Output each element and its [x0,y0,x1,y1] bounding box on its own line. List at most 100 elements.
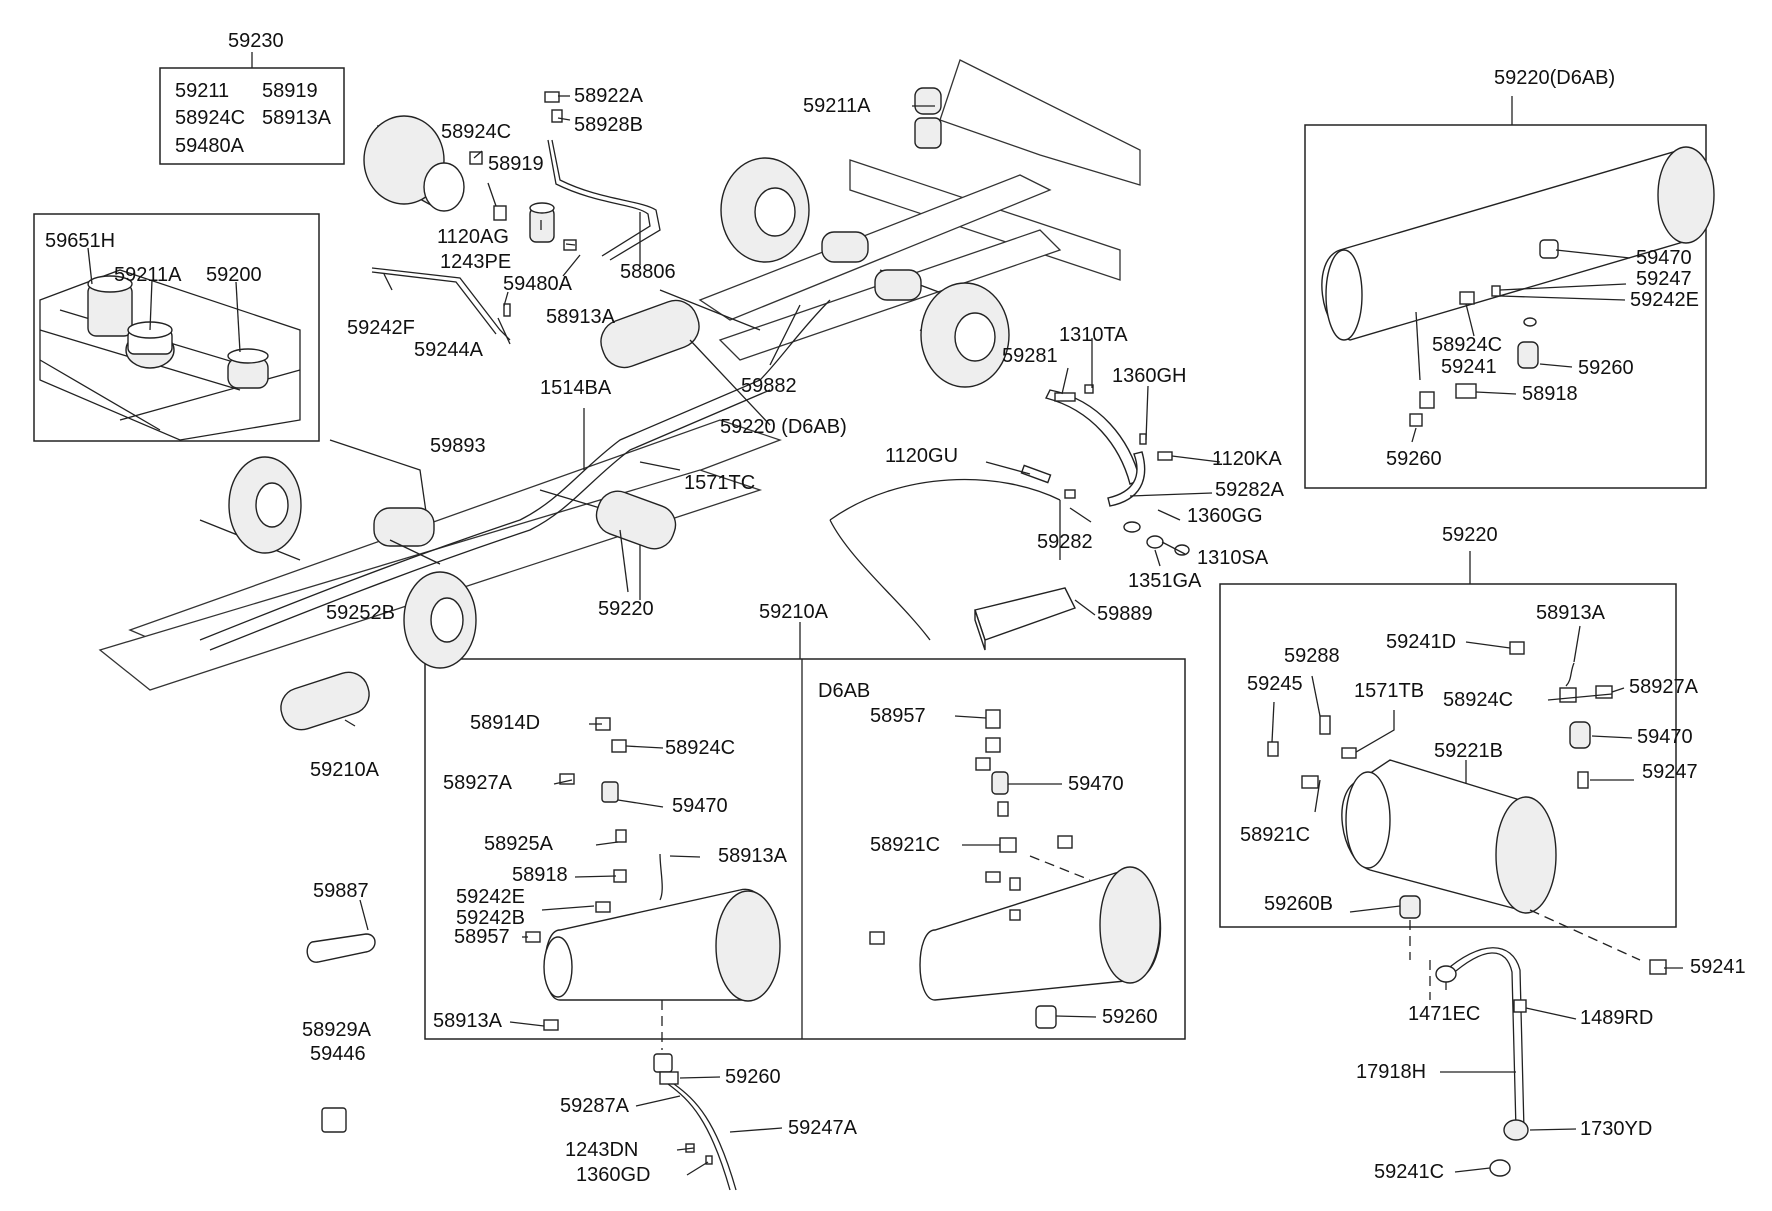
label-59211A-inset: 59211A [114,264,182,286]
box-59210A-detail [424,658,1186,1040]
label-1351GA: 1351GA [1128,570,1202,592]
right-top-box-parts [1321,146,1715,427]
label-58924C-b: 58924C [665,737,735,759]
label-59282A: 59282A [1215,479,1285,501]
label-59281: 59281 [1002,345,1058,367]
label-58921C-d: 58921C [870,834,940,856]
label-59211A-top: 59211A [803,95,871,117]
label-1243DN: 1243DN [565,1139,638,1161]
label-58918-b: 58918 [512,864,568,886]
label-58921C-r: 58921C [1240,824,1310,846]
label-59247-r: 59247 [1636,268,1692,290]
label-58924C-r: 58924C [1432,334,1502,356]
label-59282: 59282 [1037,531,1093,553]
label-58913A-top: 58913A [546,306,616,328]
label-1120GU: 1120GU [885,445,958,467]
part-number-labels: 59230 59211 58919 58924C 58913A 59480A 5… [45,30,1746,1186]
label-59242F: 59242F [347,317,415,339]
leader-lines [344,95,1683,1176]
label-1310TA: 1310TA [1059,324,1128,346]
label-59287A: 59287A [560,1095,630,1117]
label-58929A: 58929A [302,1019,372,1041]
label-1120AG: 1120AG [437,226,509,248]
label-58913A-b2: 58913A [433,1010,503,1032]
label-1120KA: 1120KA [1212,448,1282,470]
label-59470-r: 59470 [1636,247,1692,269]
label-59887: 59887 [313,880,369,902]
label-59260-r2: 59260 [1386,448,1442,470]
label-59470-r2: 59470 [1637,726,1693,748]
label-59480A: 59480A [503,273,573,295]
label-58927A-r: 58927A [1629,676,1699,698]
label-59260B: 59260B [1264,893,1333,915]
label-59893: 59893 [430,435,486,457]
bottom-center-parts [306,933,737,1191]
label-59247A: 59247A [788,1117,858,1139]
label-59470-b: 59470 [672,795,728,817]
label-59245: 59245 [1247,673,1303,695]
label-58913A-b1: 58913A [718,845,788,867]
label-59220-d6ab-right: 59220(D6AB) [1494,67,1615,89]
box-59210A-parts [525,709,1162,1050]
label-1310SA: 1310SA [1197,547,1269,569]
label-kit-59480A: 59480A [175,135,245,157]
box-59220-d6ab-detail [1304,124,1707,489]
label-59260-bottom: 59260 [725,1066,781,1088]
label-59241D: 59241D [1386,631,1456,653]
label-59210A-box: 59210A [759,601,829,623]
inset-dryer-box [33,213,320,442]
label-58925A: 58925A [484,833,554,855]
label-58957-d: 58957 [870,705,926,727]
label-58922A: 58922A [574,85,644,107]
label-59200: 59200 [206,264,262,286]
label-59252B: 59252B [326,602,395,624]
box-59220-detail [1219,583,1677,928]
label-59470-d: 59470 [1068,773,1124,795]
label-59260-r1: 59260 [1578,357,1634,379]
label-59242E-r: 59242E [1630,289,1699,311]
label-1571TB: 1571TB [1354,680,1424,702]
label-59220-mid: 59220 [598,598,654,620]
label-1360GD: 1360GD [576,1164,651,1186]
label-59244A: 59244A [414,339,484,361]
fuel-hose-parts [1435,947,1529,1177]
label-59220-d6ab-mid: 59220 (D6AB) [720,416,847,438]
label-59651H: 59651H [45,230,115,252]
label-59889: 59889 [1097,603,1153,625]
label-kit-58913A: 58913A [262,107,332,129]
label-59241C: 59241C [1374,1161,1444,1183]
label-58957-b: 58957 [454,926,510,948]
label-1514BA: 1514BA [540,377,612,399]
label-59230: 59230 [228,30,284,52]
label-58914D: 58914D [470,712,540,734]
label-1730YD: 1730YD [1580,1118,1652,1140]
chassis-frame-drawing [98,59,1141,731]
label-59220-right: 59220 [1442,524,1498,546]
label-1471EC: 1471EC [1408,1003,1480,1025]
inset-dryer-drawing [39,247,301,441]
label-58913A-r: 58913A [1536,602,1606,624]
label-58924C-r2: 58924C [1443,689,1513,711]
strap-clamp-parts [829,384,1190,651]
label-58924C-top: 58924C [441,121,511,143]
label-1360GG: 1360GG [1187,505,1263,527]
label-17918H: 17918H [1356,1061,1426,1083]
label-kit-58924C: 58924C [175,107,245,129]
label-58919: 58919 [488,153,544,175]
label-1571TC: 1571TC [684,472,755,494]
label-59247-r2: 59247 [1642,761,1698,783]
label-kit-58919: 58919 [262,80,318,102]
label-1489RD: 1489RD [1580,1007,1653,1029]
label-59260-d: 59260 [1102,1006,1158,1028]
label-1360GH: 1360GH [1112,365,1187,387]
label-58918-r: 58918 [1522,383,1578,405]
label-58806: 58806 [620,261,676,283]
label-59882: 59882 [741,375,797,397]
label-d6ab-section: D6AB [818,680,870,702]
label-59446: 59446 [310,1043,366,1065]
label-59288: 59288 [1284,645,1340,667]
label-58927A-b: 58927A [443,772,513,794]
label-1243PE: 1243PE [440,251,511,273]
right-bottom-box-parts [1267,641,1667,1000]
